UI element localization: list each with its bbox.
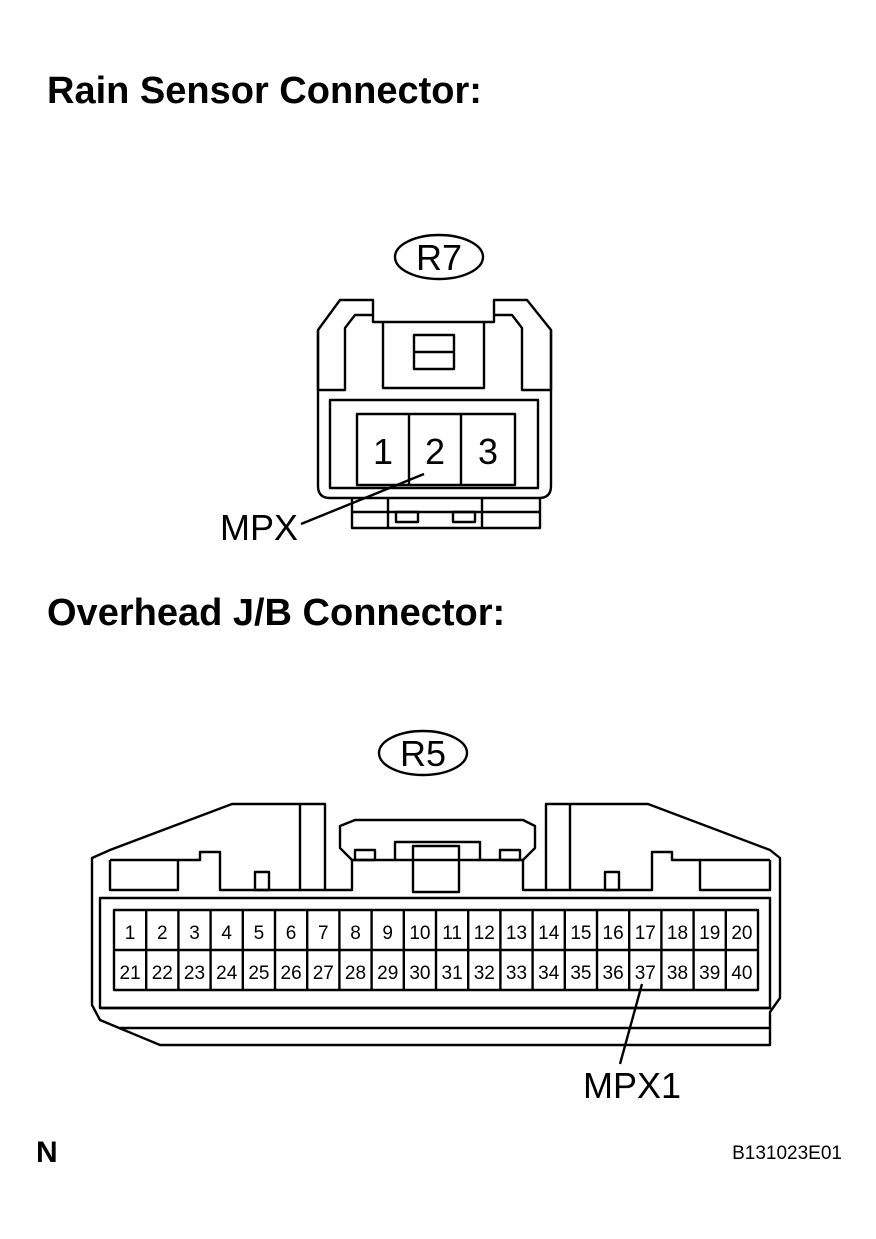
r5-pin-label: 7 <box>318 923 329 944</box>
r7-pin-2: 2 <box>425 431 445 472</box>
r5-pin-label: 12 <box>474 923 495 944</box>
r7-housing <box>316 298 553 500</box>
r7-code-ellipse <box>393 233 485 281</box>
r5-lock-tab <box>411 844 461 894</box>
r5-pin-label: 5 <box>254 923 265 944</box>
r5-pin-label: 10 <box>409 923 430 944</box>
r7-pin-3: 3 <box>478 431 498 472</box>
north-mark: N <box>36 1136 58 1169</box>
r5-pin-label: 15 <box>570 923 591 944</box>
rain-sensor-heading: Rain Sensor Connector: <box>47 70 482 112</box>
r5-pin-label: 27 <box>313 963 334 984</box>
r5-pin-label: 18 <box>667 923 688 944</box>
r5-pin-dividers <box>144 910 727 990</box>
r5-pin-label: 39 <box>699 963 720 984</box>
r5-pin-label: 4 <box>221 923 232 944</box>
overhead-jb-connector <box>90 729 782 1065</box>
r7-left-latch <box>316 313 373 392</box>
r7-pin-frame <box>355 412 517 487</box>
r5-pin-label: 13 <box>506 923 527 944</box>
r5-pin-label: 8 <box>350 923 361 944</box>
r7-cavity <box>328 398 540 490</box>
rain-sensor-connector <box>300 233 553 530</box>
r5-pin-label: 37 <box>635 963 656 984</box>
r5-pin-label: 36 <box>603 963 624 984</box>
r5-pin-label: 29 <box>377 963 398 984</box>
r7-code-label: R7 <box>416 237 462 278</box>
r5-pin-label: 19 <box>699 923 720 944</box>
r5-pin-label: 6 <box>286 923 297 944</box>
r5-pin-label: 2 <box>157 923 168 944</box>
figure-code: B131023E01 <box>732 1143 842 1164</box>
r5-pin-label: 16 <box>603 923 624 944</box>
r5-pin-label: 1 <box>125 923 136 944</box>
r5-pin-label: 32 <box>474 963 495 984</box>
r5-pin-label: 22 <box>152 963 173 984</box>
r5-pin-label: 17 <box>635 923 656 944</box>
r5-pin-label: 11 <box>442 923 462 944</box>
r5-pin-label: 24 <box>216 963 238 984</box>
r5-pin-label: 40 <box>731 963 752 984</box>
r5-pin-label: 25 <box>248 963 269 984</box>
r5-pin-label: 38 <box>667 963 688 984</box>
mpx1-callout: MPX1 <box>583 1065 681 1106</box>
r5-pin-label: 33 <box>506 963 527 984</box>
r5-pin-label: 3 <box>189 923 200 944</box>
r5-code-ellipse <box>377 729 469 777</box>
mpx-callout: MPX <box>220 507 298 548</box>
r5-housing <box>90 802 782 1047</box>
r5-pin-label: 26 <box>281 963 302 984</box>
overhead-jb-heading: Overhead J/B Connector: <box>47 592 506 634</box>
r7-right-latch <box>494 313 553 392</box>
mpx-leader-line <box>300 472 425 526</box>
r5-pin-label: 14 <box>538 923 560 944</box>
r5-pin-label: 9 <box>382 923 393 944</box>
r7-pin-1: 1 <box>373 431 393 472</box>
r5-pin-label: 31 <box>442 963 463 984</box>
r5-pin-label: 20 <box>731 923 752 944</box>
r5-pin-label: 35 <box>570 963 591 984</box>
r5-pin-label: 23 <box>184 963 205 984</box>
mpx1-leader-line <box>618 983 644 1065</box>
r5-pin-label: 34 <box>538 963 560 984</box>
r5-pin-label: 28 <box>345 963 366 984</box>
r7-inner-top <box>381 322 486 390</box>
r5-code-label: R5 <box>400 733 446 774</box>
r5-pin-label: 21 <box>120 963 141 984</box>
r5-pin-label: 30 <box>409 963 430 984</box>
